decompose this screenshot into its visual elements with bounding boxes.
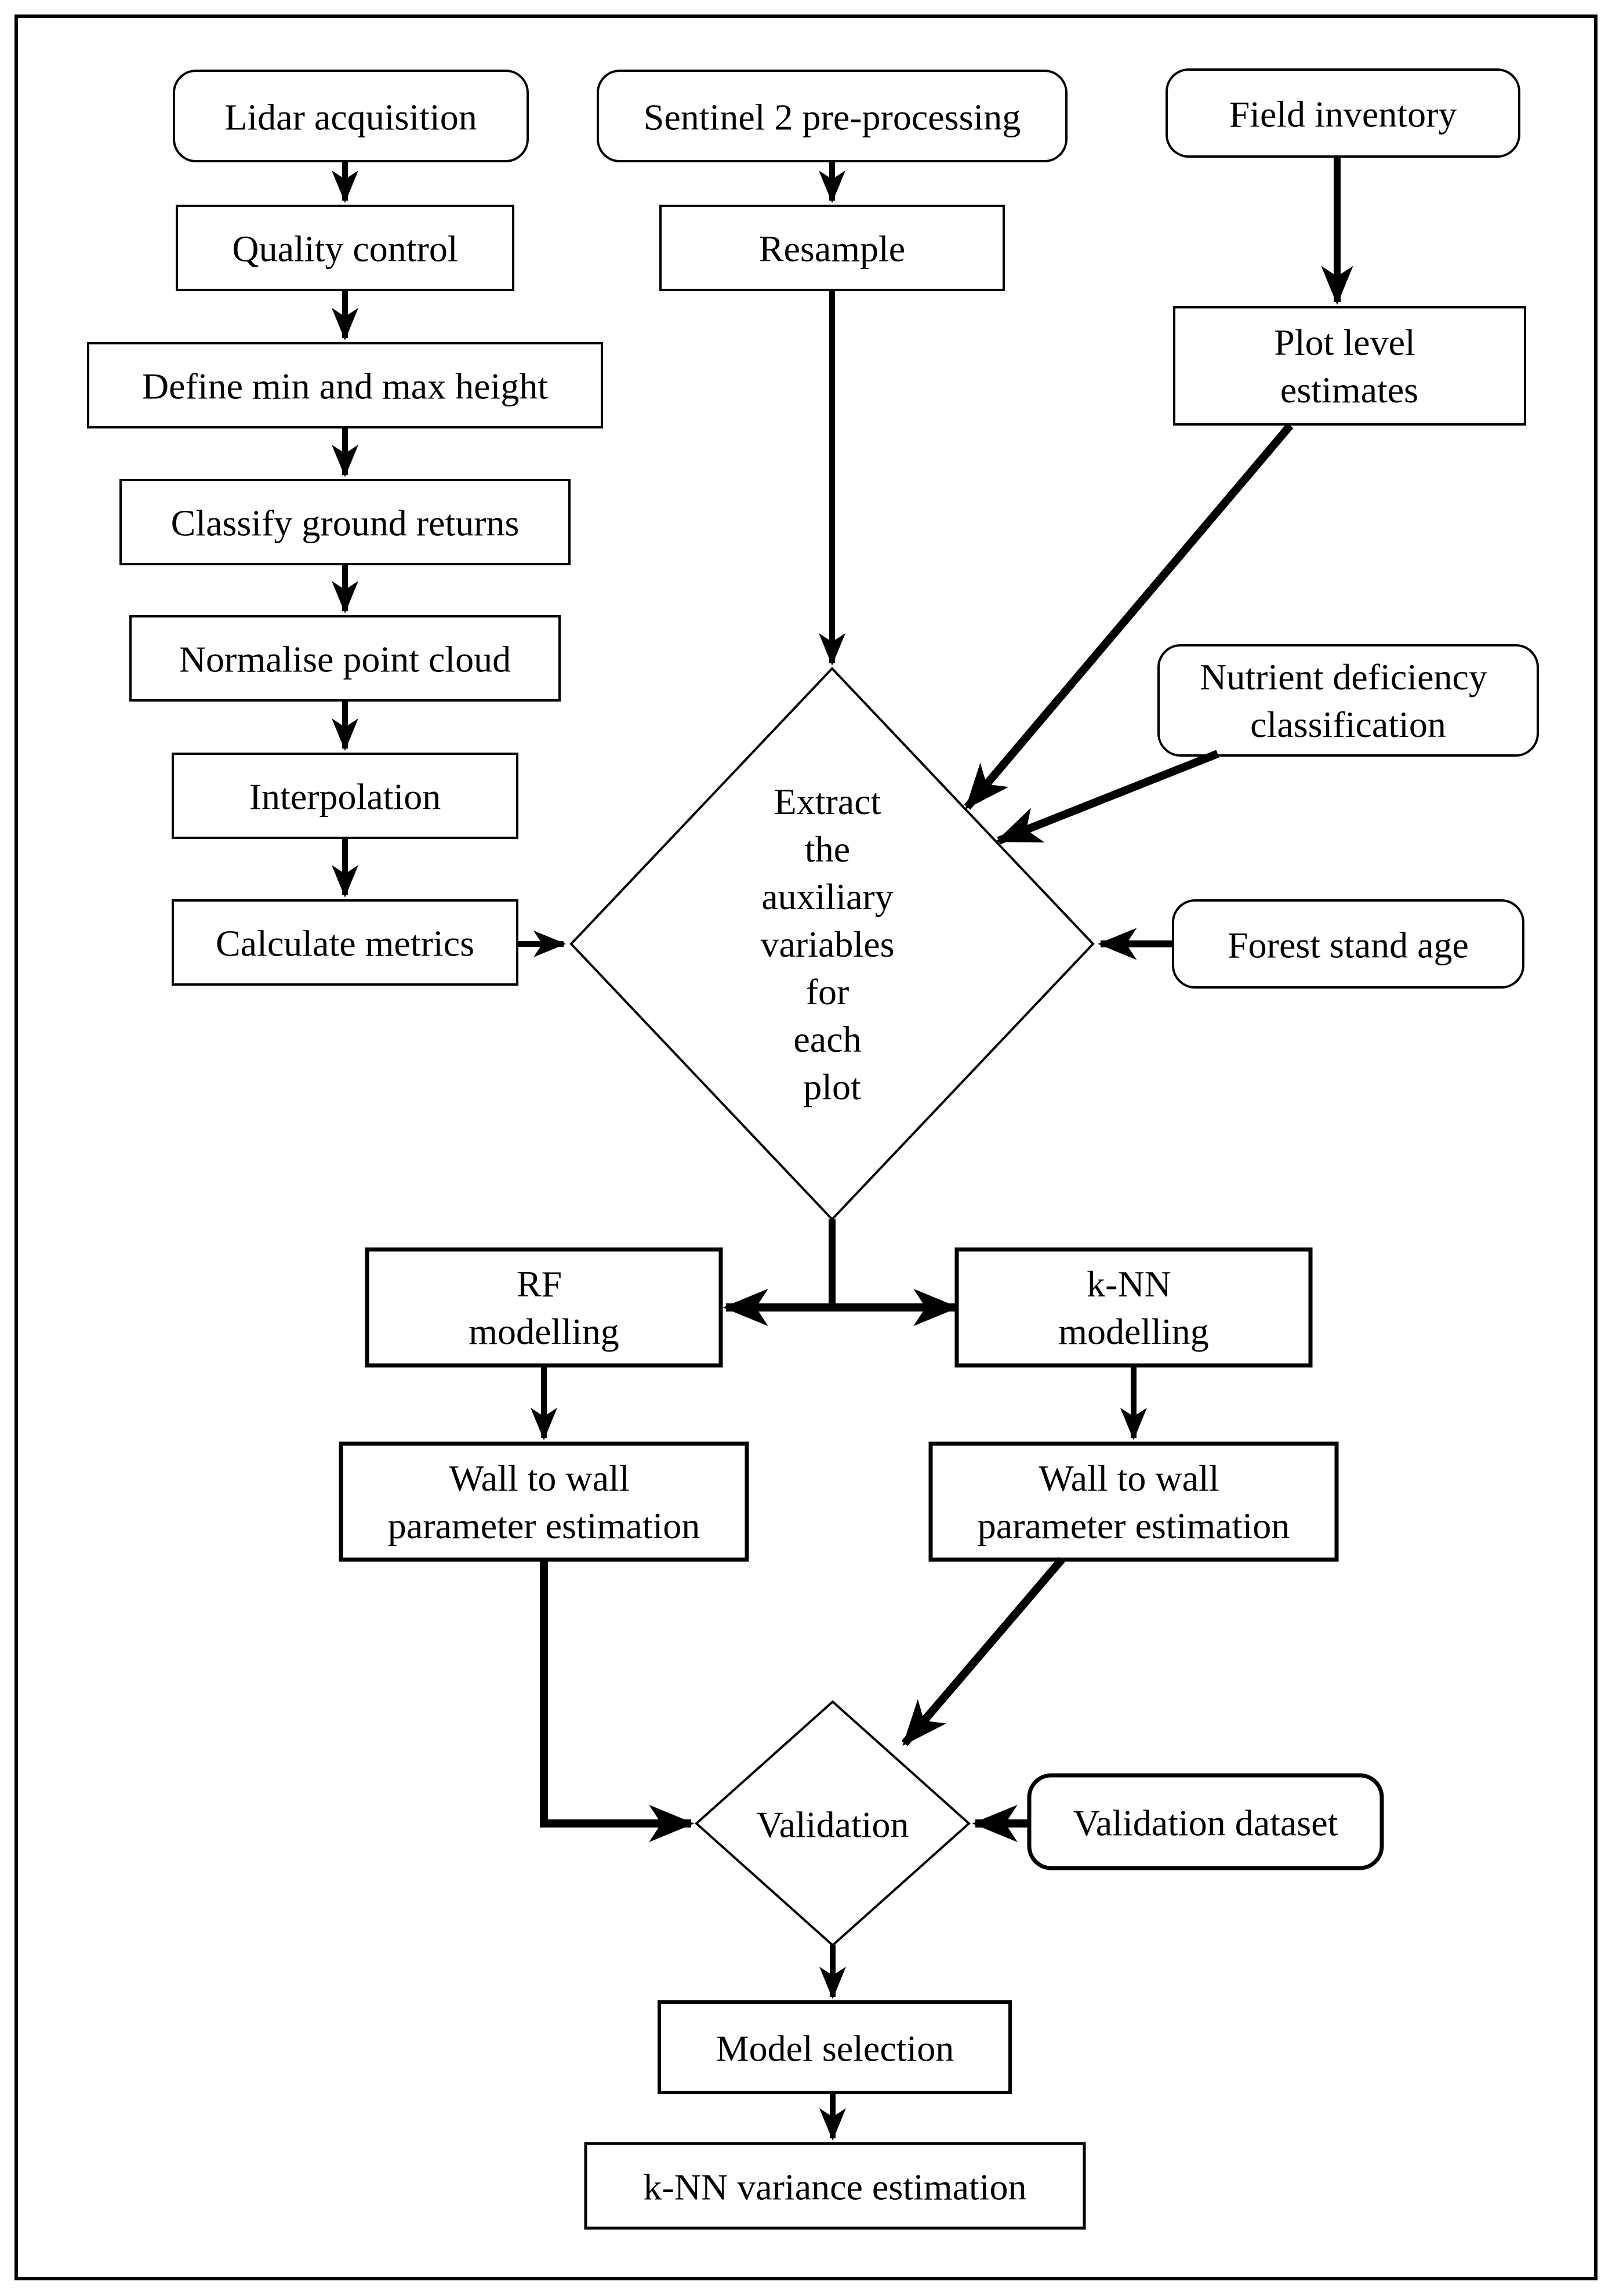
node-lidar-acquisition	[173, 70, 529, 162]
label-extract-auxiliary-variables: Extract the auxiliary variables for each…	[761, 781, 904, 1107]
node-rf-modelling	[365, 1247, 723, 1368]
node-classify-ground-returns-shape	[119, 479, 571, 565]
node-define-min-max-height-shape	[87, 342, 603, 428]
node-calculate-metrics	[172, 899, 518, 986]
node-interpolation	[172, 753, 518, 839]
label-interpolation: Interpolation	[249, 776, 441, 818]
figure-border	[14, 14, 1598, 2280]
node-resample	[659, 205, 1005, 291]
label-nutrient-deficiency-classification: Nutrient deficiency classification	[1200, 656, 1497, 745]
label-sentinel2-preprocessing: Sentinel 2 pre-processing	[644, 97, 1021, 138]
node-plot-level-estimates-shape	[1173, 306, 1526, 426]
node-knn-modelling	[954, 1247, 1313, 1368]
label-plot-level-estimates: Plot level estimates	[1274, 322, 1425, 410]
label-model-selection: Model selection	[716, 2028, 954, 2069]
node-knn-modelling-shape	[954, 1247, 1313, 1368]
node-model-selection-shape	[658, 2000, 1012, 2094]
label-wall-to-wall-rf: Wall to wall parameter estimation	[388, 1458, 700, 1546]
edges	[331, 157, 1353, 2141]
label-forest-stand-age: Forest stand age	[1228, 925, 1469, 966]
label-classify-ground-returns: Classify ground returns	[171, 503, 520, 544]
node-wall-to-wall-knn-shape	[928, 1441, 1339, 1562]
node-classify-ground-returns	[119, 479, 571, 565]
label-calculate-metrics: Calculate metrics	[216, 923, 474, 964]
arrow-plot-level-to-extract	[964, 423, 1294, 810]
label-rf-modelling: RF modelling	[469, 1263, 619, 1352]
label-knn-modelling: k-NN modelling	[1058, 1263, 1209, 1352]
label-validation-dataset: Validation dataset	[1073, 1803, 1338, 1844]
label-validation: Validation	[756, 1804, 909, 1845]
node-quality-control-shape	[176, 205, 514, 291]
label-resample: Resample	[759, 228, 905, 270]
node-wall-to-wall-rf-shape	[339, 1441, 749, 1562]
node-knn-variance-estimation-shape	[584, 2142, 1086, 2230]
node-wall-to-wall-rf	[339, 1441, 749, 1562]
node-define-min-max-height	[87, 342, 603, 428]
node-field-inventory	[1166, 68, 1520, 158]
node-nutrient-deficiency-classification	[1157, 644, 1539, 757]
label-normalise-point-cloud: Normalise point cloud	[179, 639, 511, 680]
label-knn-variance-estimation: k-NN variance estimation	[643, 2167, 1026, 2208]
node-knn-variance-estimation	[584, 2142, 1086, 2230]
label-define-min-max-height: Define min and max height	[142, 366, 548, 407]
arrow-nutrient-to-extract	[995, 750, 1219, 845]
node-quality-control	[176, 205, 514, 291]
node-field-inventory-shape	[1166, 68, 1520, 158]
node-plot-level-estimates	[1173, 306, 1526, 426]
label-quality-control: Quality control	[232, 228, 458, 270]
node-model-selection	[658, 2000, 1012, 2094]
node-wall-to-wall-knn	[928, 1441, 1339, 1562]
label-wall-to-wall-knn: Wall to wall parameter estimation	[978, 1458, 1290, 1546]
node-resample-shape	[659, 205, 1005, 291]
node-rf-modelling-shape	[365, 1247, 723, 1368]
node-interpolation-shape	[172, 753, 518, 839]
node-calculate-metrics-shape	[172, 899, 518, 986]
label-lidar-acquisition: Lidar acquisition	[224, 97, 477, 138]
node-nutrient-deficiency-classification-shape	[1157, 644, 1539, 757]
arrow-wall-knn-to-validation	[901, 1557, 1065, 1746]
elbow-arrow-wall-rf-to-validation	[540, 1560, 695, 1843]
label-field-inventory: Field inventory	[1229, 94, 1457, 135]
node-lidar-acquisition-shape	[173, 70, 529, 162]
